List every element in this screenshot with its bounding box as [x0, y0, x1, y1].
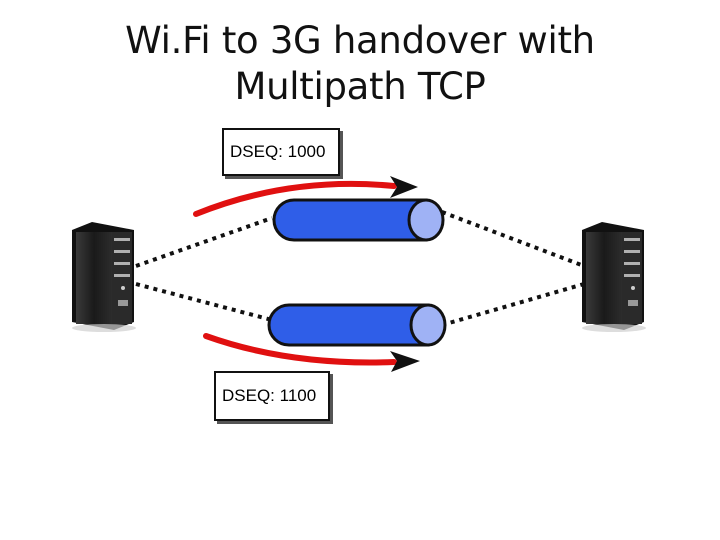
link-right-top	[441, 210, 585, 268]
link-left-bottom	[135, 282, 273, 322]
page-title: Wi.Fi to 3G handover with Multipath TCP	[0, 18, 720, 110]
title-line-1: Wi.Fi to 3G handover with	[125, 19, 595, 62]
arrow-top	[193, 176, 418, 217]
arrow-bottom	[203, 333, 420, 372]
subflow-pipe-wifi	[272, 198, 445, 242]
subflow-pipe-3g	[267, 303, 447, 347]
link-right-bottom	[441, 282, 585, 327]
dotted-links	[135, 210, 585, 327]
title-line-2: Multipath TCP	[234, 65, 486, 108]
link-left-top	[135, 216, 273, 268]
server-tower-icon	[582, 222, 646, 332]
dseq-label-top: DSEQ: 1000	[222, 128, 340, 176]
server-tower-icon	[72, 222, 136, 332]
dseq-label-bottom: DSEQ: 1100	[214, 371, 330, 421]
